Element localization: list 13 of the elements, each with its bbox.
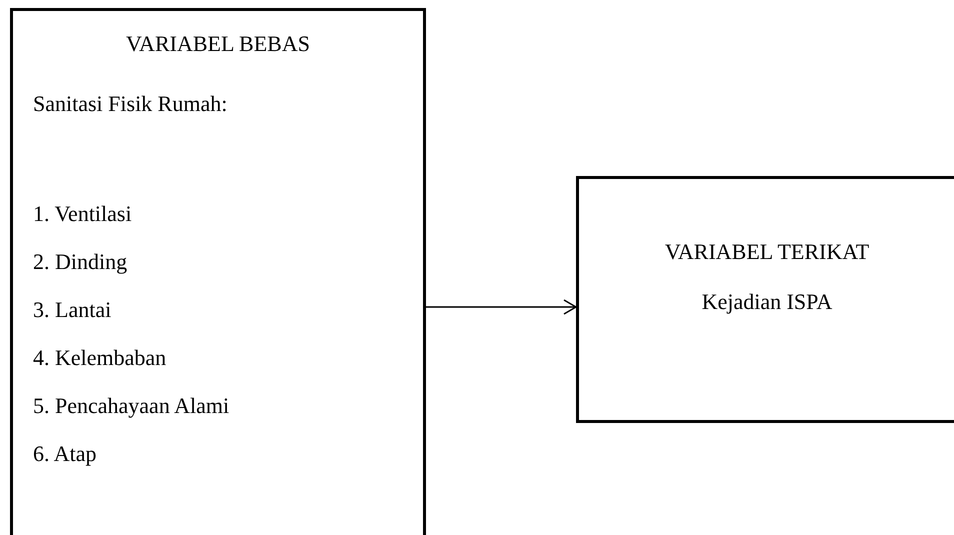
list-item: 3. Lantai <box>33 297 112 324</box>
list-item: 6. Atap <box>33 441 97 468</box>
box-text: Kejadian ISPA <box>700 289 834 316</box>
arrow <box>426 299 577 315</box>
box-heading: VARIABEL BEBAS <box>125 31 311 58</box>
list-item: 1. Ventilasi <box>33 201 132 228</box>
list-item: 4. Kelembaban <box>33 345 166 372</box>
variable-box <box>10 8 426 535</box>
list-item: 5. Pencahayaan Alami <box>33 393 230 420</box>
box-heading: VARIABEL TERIKAT <box>664 239 870 266</box>
list-item: 2. Dinding <box>33 249 128 276</box>
list-heading: Sanitasi Fisik Rumah: <box>33 91 228 118</box>
variable-box <box>576 176 954 423</box>
